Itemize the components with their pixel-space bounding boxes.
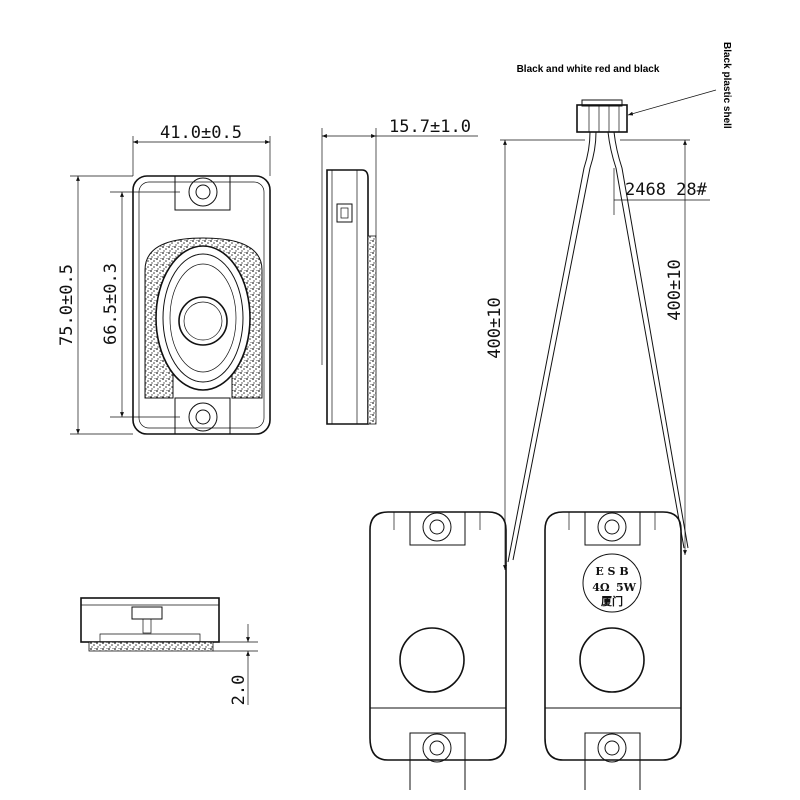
left-cable-dimension: 400±10 [485,139,585,570]
front-view: 41.0±0.5 75.0±0.5 66.5±0.3 [57,123,271,435]
rear-view-left [369,511,507,790]
svg-text:400±10: 400±10 [485,297,505,358]
rear-label-circle [582,553,642,613]
front-width-dimension: 41.0±0.5 [160,123,242,143]
rear-label-brand: E S B [595,565,628,578]
right-cable-dimension: 400±10 [620,139,690,555]
bottom-view: 2.0 [80,597,258,706]
rear-label-power: 5W [616,581,637,594]
rear-port-right [579,627,645,693]
diaphragm-outer [155,245,251,391]
front-height-outer-dimension: 75.0±0.5 [57,264,77,346]
rear-label-impedance: 4Ω [592,581,610,594]
side-view: 15.7±1.0 [321,117,478,425]
base-thickness-dimension: 2.0 [229,675,249,706]
bottom-foam [88,641,214,652]
rear-port-left [399,627,465,693]
rear-view-right: E S B 4Ω 5W 厦门 [544,511,682,790]
side-depth-dimension: 15.7±1.0 [389,117,471,137]
svg-text:400±10: 400±10 [665,259,685,320]
connector-note: Black plastic shell [721,42,732,129]
wire-colors-note: Black and white red and black [517,64,660,75]
rear-label-extra: 厦门 [601,594,623,608]
side-foam [367,235,377,425]
cables: 2468 28# [507,131,710,563]
wire-spec-label: 2468 28# [625,180,708,200]
connector [576,89,717,133]
front-height-inner-dimension: 66.5±0.3 [101,263,121,345]
dust-cap [178,296,228,346]
